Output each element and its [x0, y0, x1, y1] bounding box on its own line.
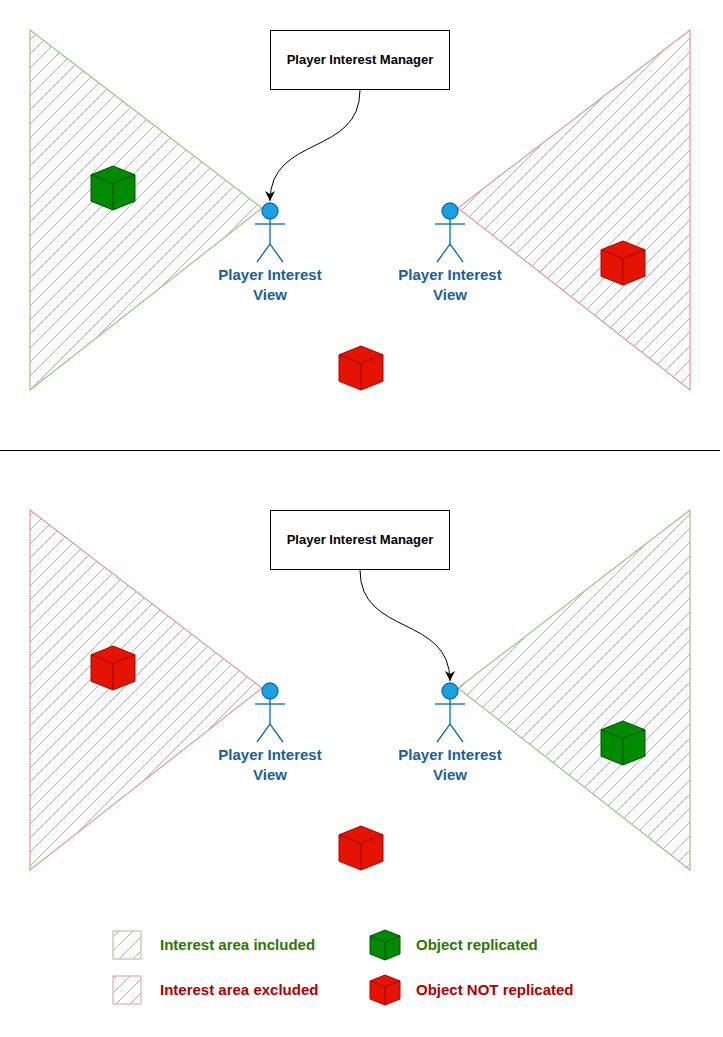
actor-label: Player Interest View: [204, 265, 336, 305]
player-view-actor: Player Interest View: [204, 681, 336, 785]
player-view-actor: Player Interest View: [204, 201, 336, 305]
stick-figure: [384, 681, 516, 745]
interest-area-included: [30, 30, 262, 390]
cube-face: [113, 655, 135, 690]
not-replicated-object-cube: [601, 241, 645, 285]
cube-face: [113, 175, 135, 210]
figure-head: [262, 683, 278, 699]
not-replicated-object-cube: [91, 646, 135, 690]
figure-head: [262, 203, 278, 219]
replicated-object-cube: [601, 721, 645, 765]
cube-face: [601, 250, 623, 285]
legend-swatch: [370, 975, 400, 1005]
legend-label: Interest area included: [160, 935, 315, 955]
stick-figure: [204, 201, 336, 265]
figure-head: [442, 683, 458, 699]
legend-label: Interest area excluded: [160, 980, 318, 1000]
cube-face: [339, 835, 361, 870]
cube-face: [601, 730, 623, 765]
figure-arms: [435, 223, 465, 224]
actor-label: Player Interest View: [384, 745, 516, 785]
figure-legs: [257, 724, 283, 742]
cube-face: [361, 835, 383, 870]
replicated-object-cube: [91, 166, 135, 210]
stick-figure: [384, 201, 516, 265]
legend-swatch: [113, 976, 141, 1004]
figure-arms: [255, 703, 285, 704]
figure-body: [269, 219, 270, 244]
figure-legs: [257, 244, 283, 262]
figure-body: [449, 699, 450, 724]
stick-figure: [204, 681, 336, 745]
cube-face: [91, 175, 113, 210]
player-view-actor: Player Interest View: [384, 201, 516, 305]
legend-swatch: [113, 931, 141, 959]
cube-face: [385, 936, 400, 960]
cube-face: [623, 730, 645, 765]
actor-label: Player Interest View: [384, 265, 516, 305]
cube-face: [370, 981, 385, 1005]
interest-area-excluded: [30, 510, 262, 870]
manager-box: Player Interest Manager: [270, 30, 450, 90]
cube-face: [385, 981, 400, 1005]
legend-label: Object NOT replicated: [416, 980, 574, 1000]
interest-area-included: [458, 510, 690, 870]
box-label: Player Interest Manager: [287, 51, 434, 69]
cube-face: [361, 355, 383, 390]
divider-line: [0, 450, 720, 451]
cube-face: [339, 355, 361, 390]
figure-body: [449, 219, 450, 244]
interest-connector: [270, 90, 360, 201]
cube-face: [623, 250, 645, 285]
cube-face: [91, 655, 113, 690]
figure-arms: [435, 703, 465, 704]
figure-legs: [437, 724, 463, 742]
actor-label: Player Interest View: [204, 745, 336, 785]
legend-label: Object replicated: [416, 935, 538, 955]
interest-connector: [360, 570, 450, 681]
player-view-actor: Player Interest View: [384, 681, 516, 785]
box-label: Player Interest Manager: [287, 531, 434, 549]
manager-box: Player Interest Manager: [270, 510, 450, 570]
figure-head: [442, 203, 458, 219]
figure-legs: [437, 244, 463, 262]
not-replicated-object-cube: [339, 346, 383, 390]
cube-face: [370, 936, 385, 960]
interest-area-excluded: [458, 30, 690, 390]
legend-swatch: [370, 930, 400, 960]
figure-body: [269, 699, 270, 724]
figure-arms: [255, 223, 285, 224]
not-replicated-object-cube: [339, 826, 383, 870]
